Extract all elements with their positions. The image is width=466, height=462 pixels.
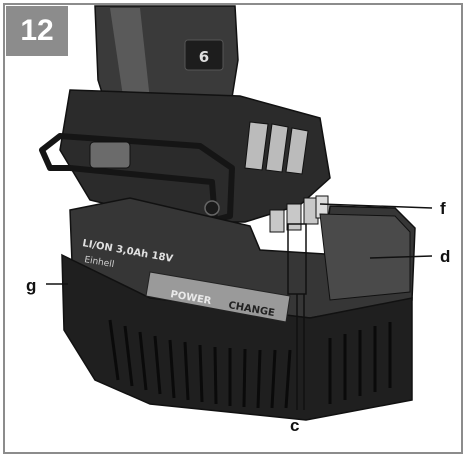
handle-highlight <box>110 8 150 110</box>
belt-clip <box>39 133 235 223</box>
callout-label-g: g <box>26 276 37 295</box>
callout-label-c: c <box>290 416 300 435</box>
clip-screw <box>204 200 220 216</box>
callout-label-d: d <box>440 247 451 266</box>
leader-d <box>369 255 433 259</box>
callout-lines <box>46 203 433 410</box>
figure-number-badge: 12 <box>6 6 68 56</box>
battery-ribs <box>108 319 392 409</box>
grip-number-text: 6 <box>199 48 209 66</box>
callout-label-f: f <box>440 199 446 218</box>
leader-f <box>319 203 433 209</box>
grip-number-plate <box>184 39 224 71</box>
battery-contacts <box>269 195 329 233</box>
vent-grille <box>244 121 309 175</box>
clip-rubber-pad <box>89 141 131 169</box>
release-button <box>319 213 411 301</box>
power-change-band <box>145 271 291 323</box>
